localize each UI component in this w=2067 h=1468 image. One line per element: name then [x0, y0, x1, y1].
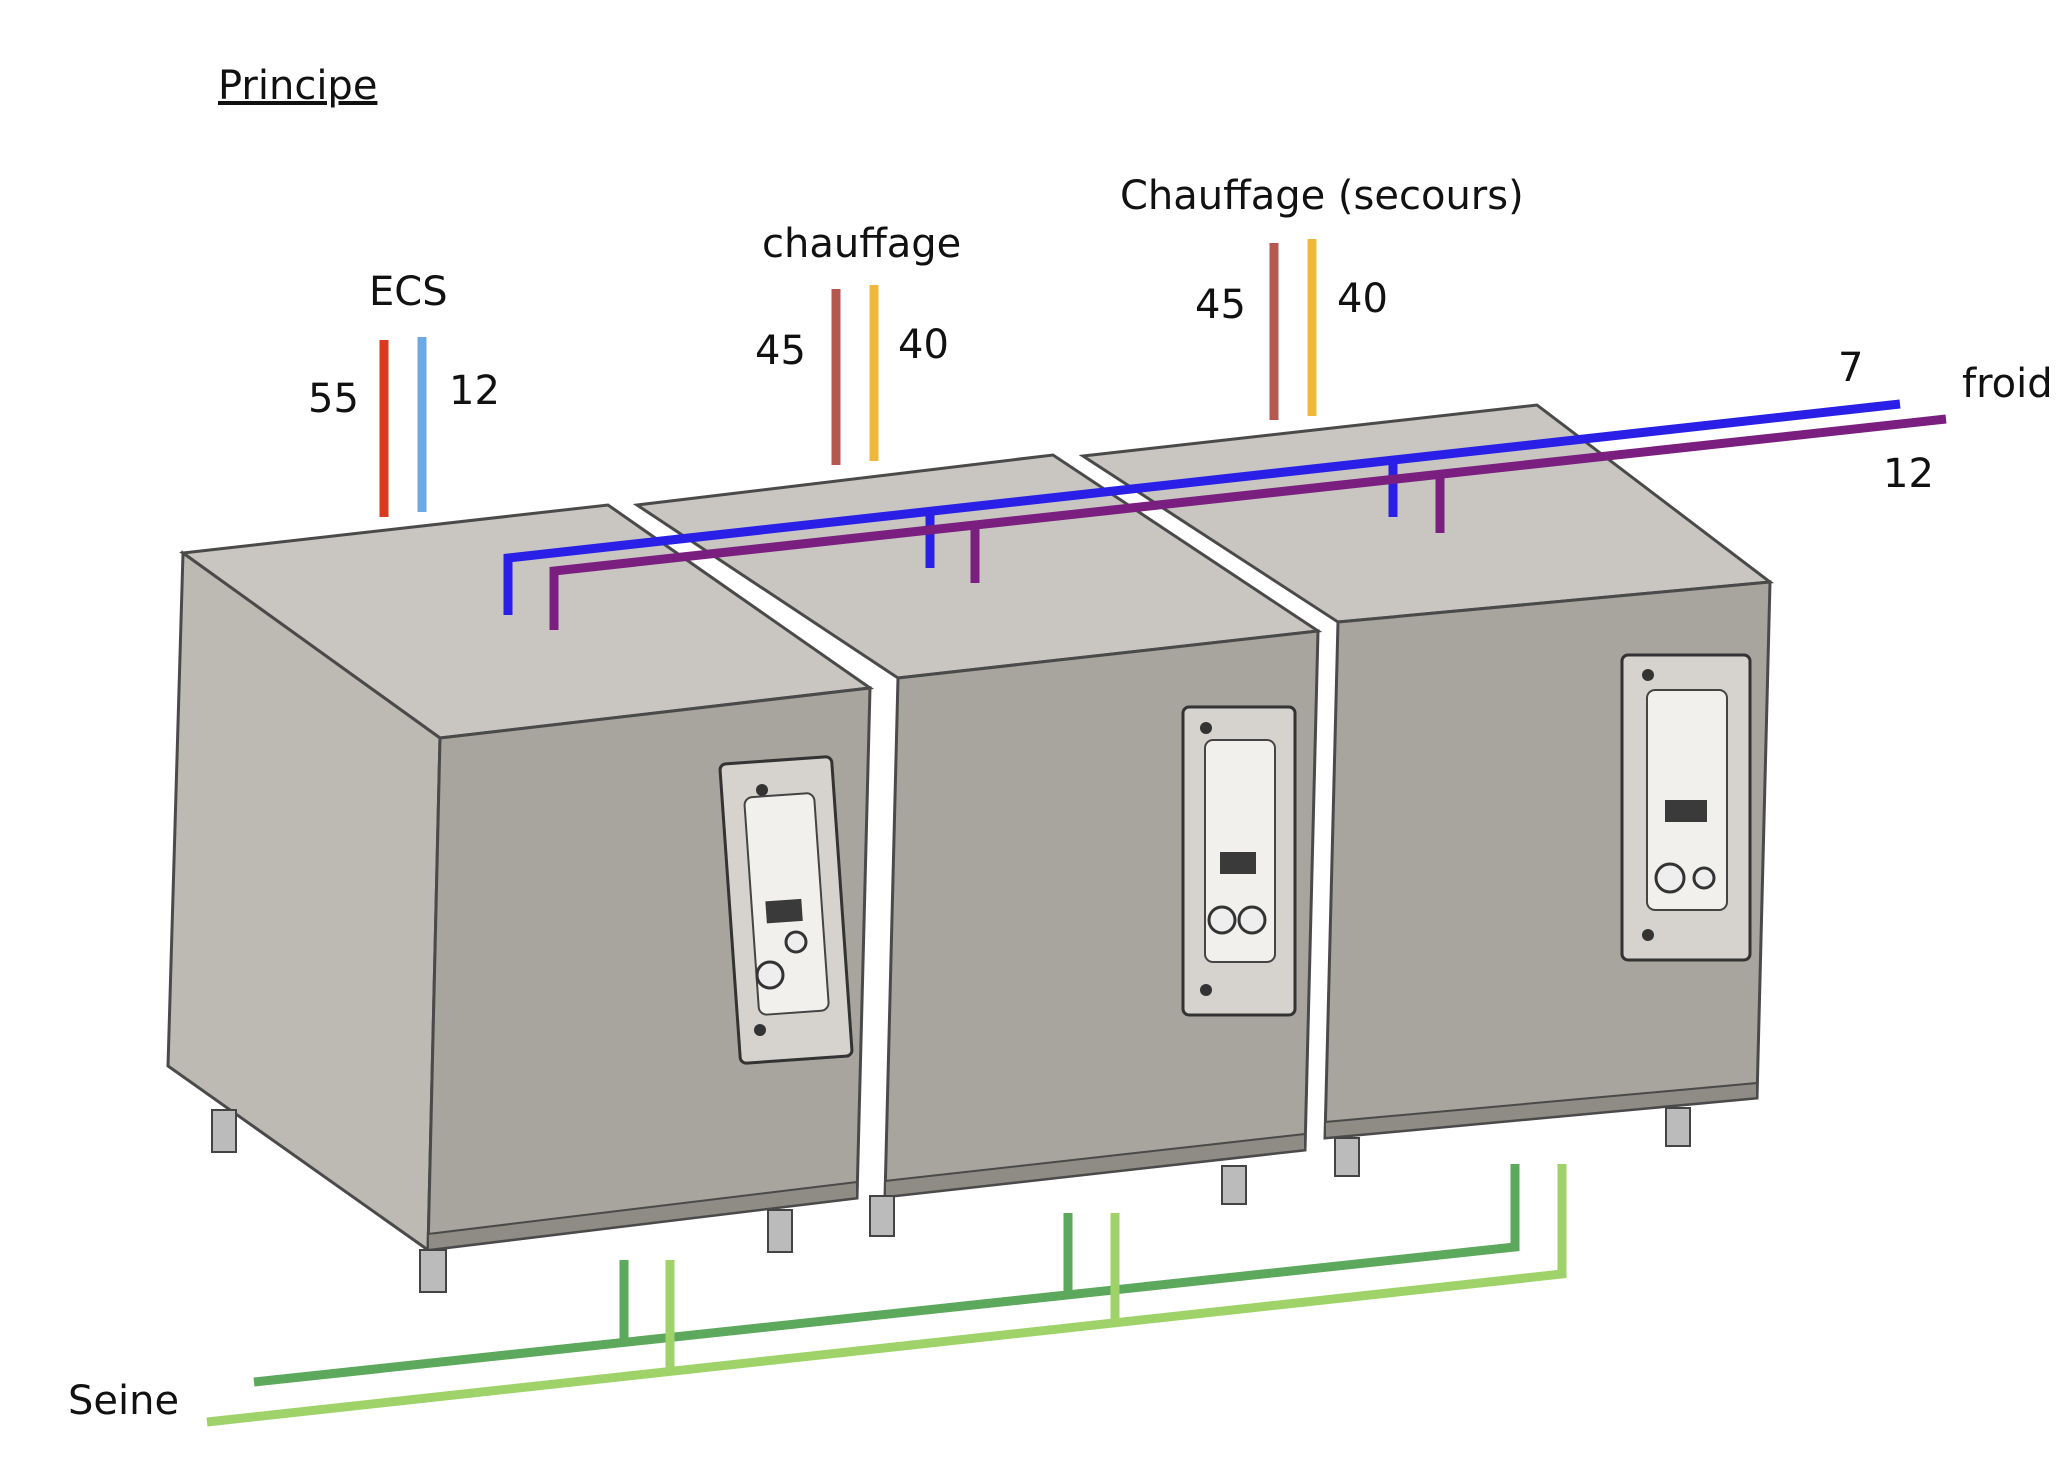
froid-label: froid: [1962, 361, 2053, 407]
ecs-cold-temp: 12: [449, 368, 500, 414]
froid-return-temp: 12: [1883, 451, 1934, 497]
unit-2-foot: [1221, 1165, 1247, 1205]
unit-3-dial: [1654, 862, 1686, 894]
unit-1-foot: [419, 1249, 447, 1293]
seine-pipe-2: [206, 1164, 1567, 1427]
chauffage-return-temp: 40: [898, 322, 949, 368]
unit-3-base: [1324, 1081, 1758, 1140]
unit-3-foot: [1665, 1107, 1691, 1147]
unit-1-dial: [784, 930, 808, 954]
froid-return-pipe: [549, 414, 1947, 630]
chauffage-supply-temp: 45: [755, 328, 806, 374]
unit-2-dial: [1237, 905, 1267, 935]
unit-2-screw: [1200, 722, 1212, 734]
secours-label: Chauffage (secours): [1120, 173, 1524, 219]
diagram-title: Principe: [218, 63, 377, 109]
secours-supply-temp: 45: [1195, 282, 1246, 328]
froid-supply-temp: 7: [1838, 345, 1863, 391]
froid-supply-pipe: [503, 399, 1901, 615]
unit-3-screw: [1642, 929, 1654, 941]
unit-3-foot: [1334, 1137, 1360, 1177]
heat-pump-unit-1: [166, 503, 875, 1293]
unit-3-display: [1665, 800, 1707, 822]
unit-2-base: [884, 1132, 1306, 1199]
unit-1-screw: [754, 1024, 766, 1036]
unit-1-dial: [755, 960, 785, 990]
secours-return-temp: 40: [1337, 276, 1388, 322]
unit-2-display: [1220, 852, 1256, 874]
unit-3-dial: [1692, 866, 1716, 890]
seine-label: Seine: [68, 1378, 179, 1424]
ecs-label: ECS: [369, 269, 448, 315]
chauffage-label: chauffage: [762, 221, 961, 267]
unit-1-screw: [756, 784, 768, 796]
unit-3-screw: [1642, 669, 1654, 681]
unit-1-display: [765, 898, 803, 924]
unit-2-screw: [1200, 984, 1212, 996]
unit-1-foot: [211, 1109, 237, 1153]
unit-2-foot: [869, 1195, 895, 1237]
unit-1-base: [427, 1180, 858, 1252]
unit-1-foot: [767, 1209, 793, 1253]
unit-2-dial: [1207, 905, 1237, 935]
ecs-hot-temp: 55: [308, 376, 359, 422]
